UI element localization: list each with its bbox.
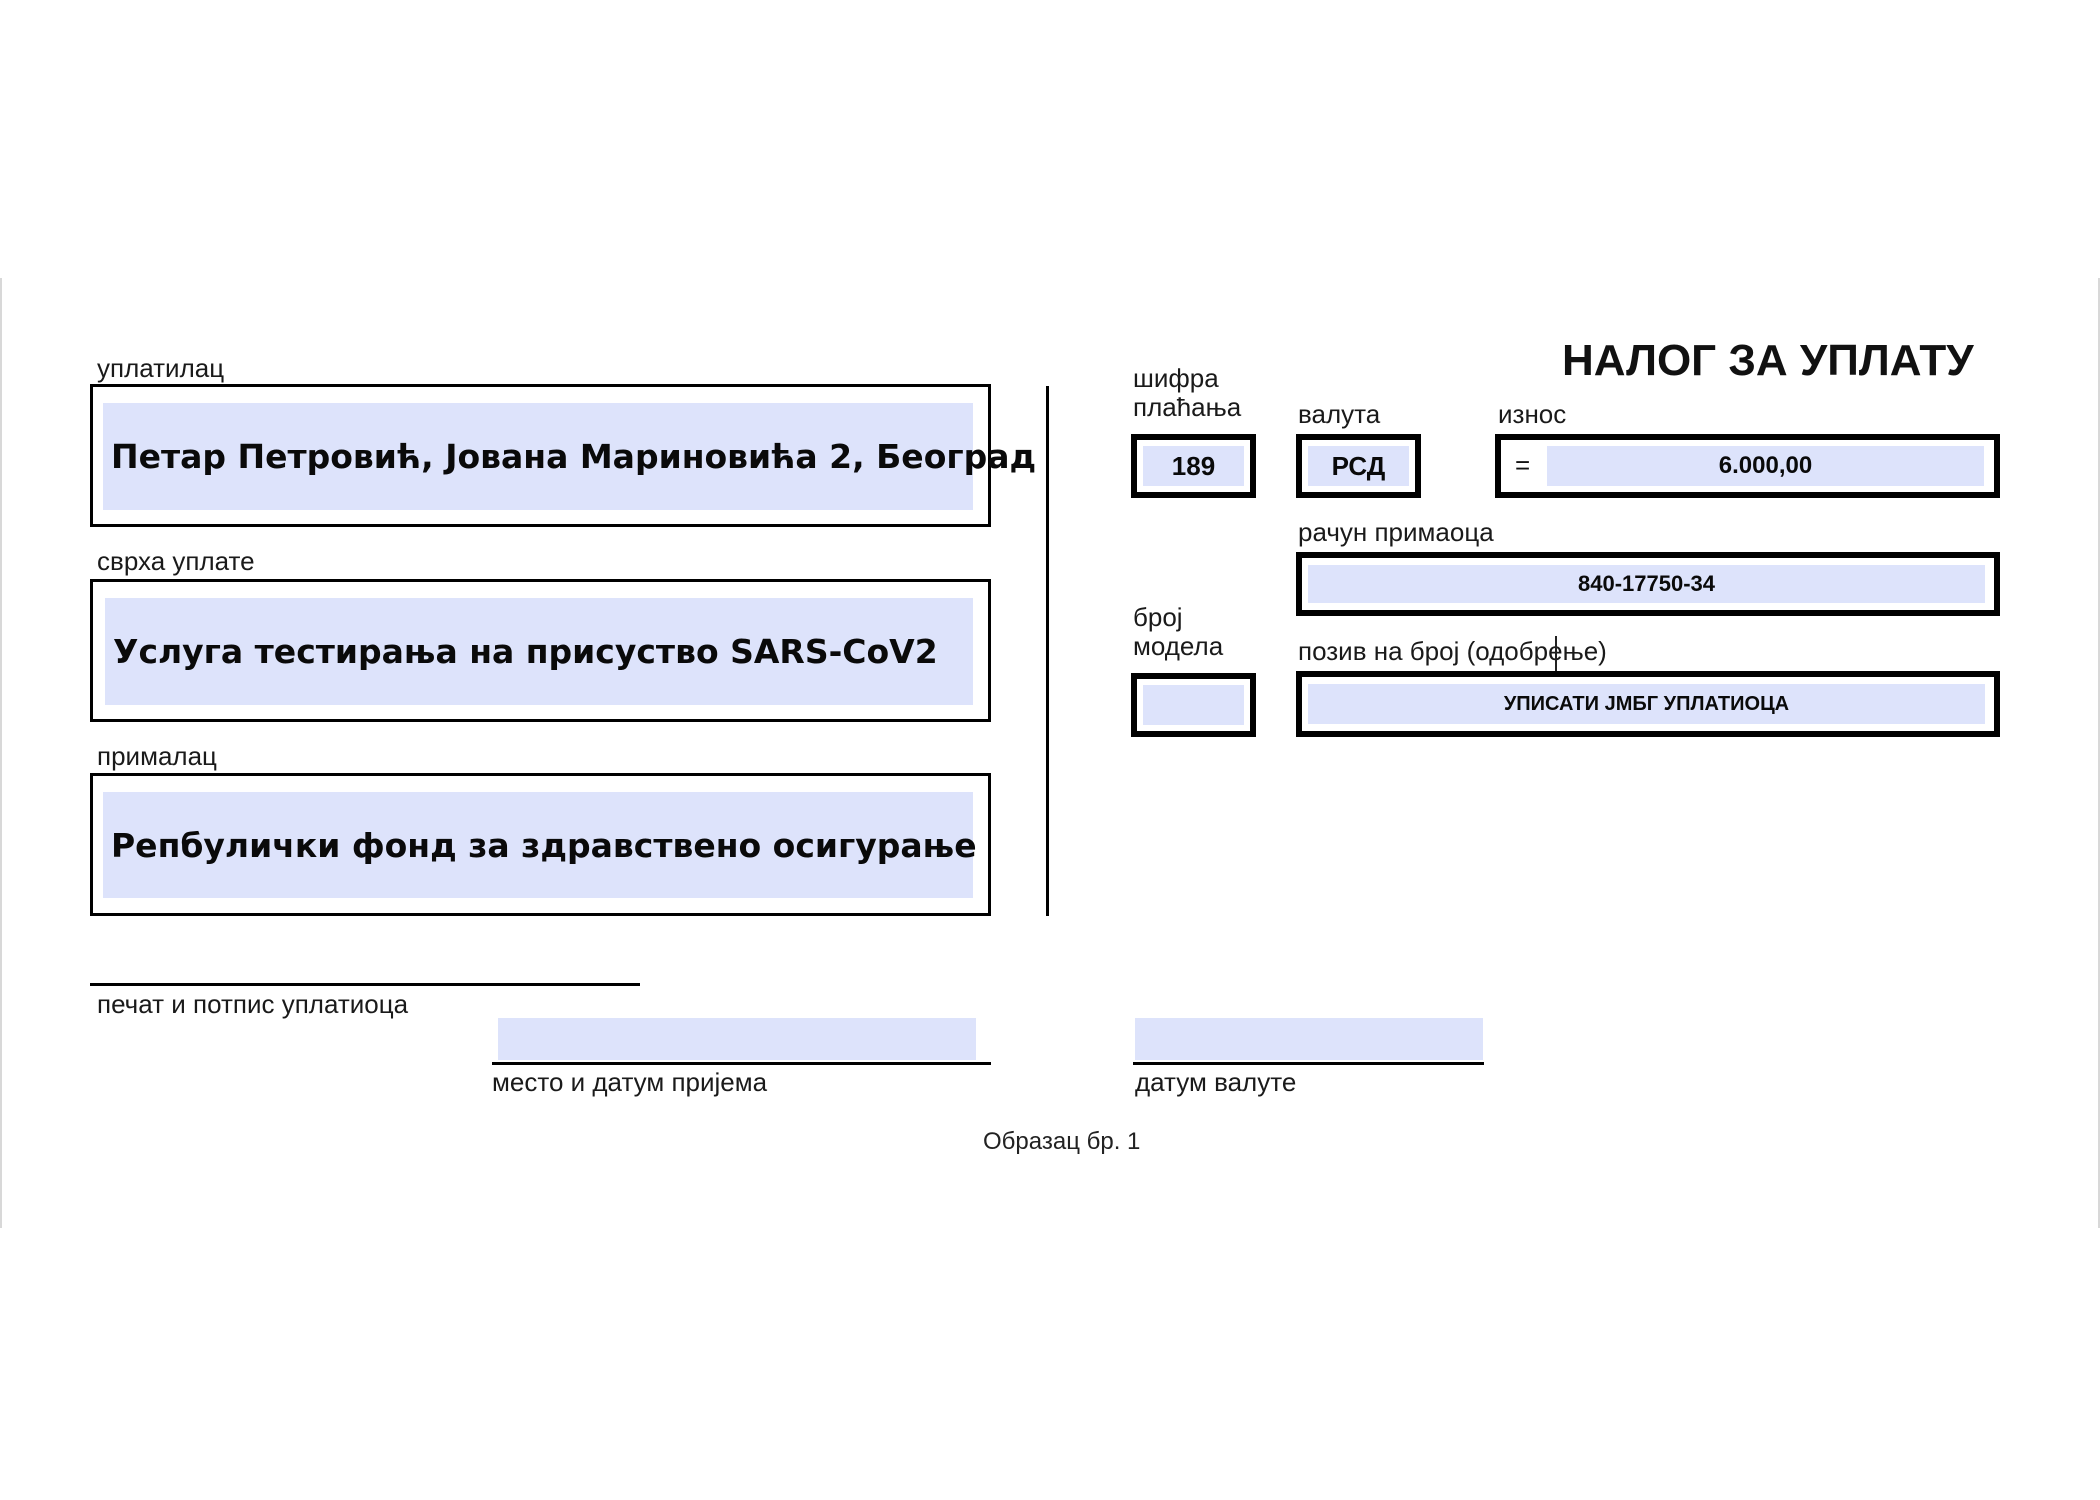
recipient-account-label: рачун примаоца bbox=[1298, 517, 1494, 547]
model-number-label-line2: модела bbox=[1133, 631, 1224, 661]
amount-field[interactable]: 6.000,00 bbox=[1547, 446, 1984, 486]
value-date-line bbox=[1133, 1062, 1484, 1065]
column-divider bbox=[1046, 386, 1049, 916]
amount-value: 6.000,00 bbox=[1718, 452, 1813, 479]
payer-field[interactable]: Петар Петровић, Јована Мариновића 2, Бео… bbox=[103, 403, 1036, 510]
payment-code-label-line2: плаћања bbox=[1133, 392, 1242, 422]
amount-equals-sign: = bbox=[1515, 450, 1531, 480]
document-title: НАЛОГ ЗА УПЛАТУ bbox=[1562, 336, 1974, 385]
recipient-value: Репбулички фонд за здравствено осигурање bbox=[111, 825, 977, 865]
reference-number-field[interactable]: УПИСАТИ ЈМБГ УПЛАТИОЦА bbox=[1308, 684, 1985, 724]
recipient-account-field[interactable]: 840-17750-34 bbox=[1308, 565, 1985, 603]
form-right-edge bbox=[2098, 278, 2100, 1228]
model-number-label-line1: број bbox=[1133, 602, 1183, 632]
payment-code-label-line1: шифра bbox=[1133, 363, 1219, 393]
payment-code-value: 189 bbox=[1171, 450, 1216, 481]
purpose-value: Услуга тестирања на присуство SARS-CoV2 bbox=[113, 632, 938, 671]
signature-line bbox=[90, 983, 640, 986]
form-number: Образац бр. 1 bbox=[983, 1128, 1141, 1155]
place-date-receipt-label: место и датум пријема bbox=[492, 1067, 768, 1097]
payer-label: уплатилац bbox=[97, 353, 225, 383]
model-number-box bbox=[1131, 673, 1256, 737]
payment-code-field[interactable]: 189 bbox=[1143, 446, 1244, 486]
payer-value: Петар Петровић, Јована Мариновића 2, Бео… bbox=[111, 437, 1037, 476]
place-date-receipt-field[interactable] bbox=[498, 1018, 976, 1060]
reference-number-label: позив на број (одобрење) bbox=[1298, 636, 1607, 666]
model-number-field[interactable] bbox=[1143, 685, 1244, 725]
form-left-edge bbox=[0, 278, 2, 1228]
currency-field[interactable]: РСД bbox=[1308, 446, 1409, 486]
currency-value: РСД bbox=[1331, 450, 1386, 481]
recipient-label: прималац bbox=[97, 741, 217, 771]
place-date-receipt-line bbox=[492, 1062, 991, 1065]
value-date-label: датум валуте bbox=[1135, 1067, 1297, 1097]
amount-label: износ bbox=[1498, 399, 1567, 429]
value-date-field[interactable] bbox=[1135, 1018, 1483, 1060]
reference-number-value: УПИСАТИ ЈМБГ УПЛАТИОЦА bbox=[1503, 692, 1790, 715]
text-cursor bbox=[1555, 636, 1557, 672]
purpose-field[interactable]: Услуга тестирања на присуство SARS-CoV2 bbox=[105, 598, 973, 705]
signature-label: печат и потпис уплатиоца bbox=[97, 989, 409, 1019]
recipient-field[interactable]: Репбулички фонд за здравствено осигурање bbox=[103, 792, 977, 898]
currency-label: валута bbox=[1298, 399, 1381, 429]
recipient-account-value: 840-17750-34 bbox=[1577, 571, 1715, 596]
purpose-label: сврха уплате bbox=[97, 546, 255, 576]
